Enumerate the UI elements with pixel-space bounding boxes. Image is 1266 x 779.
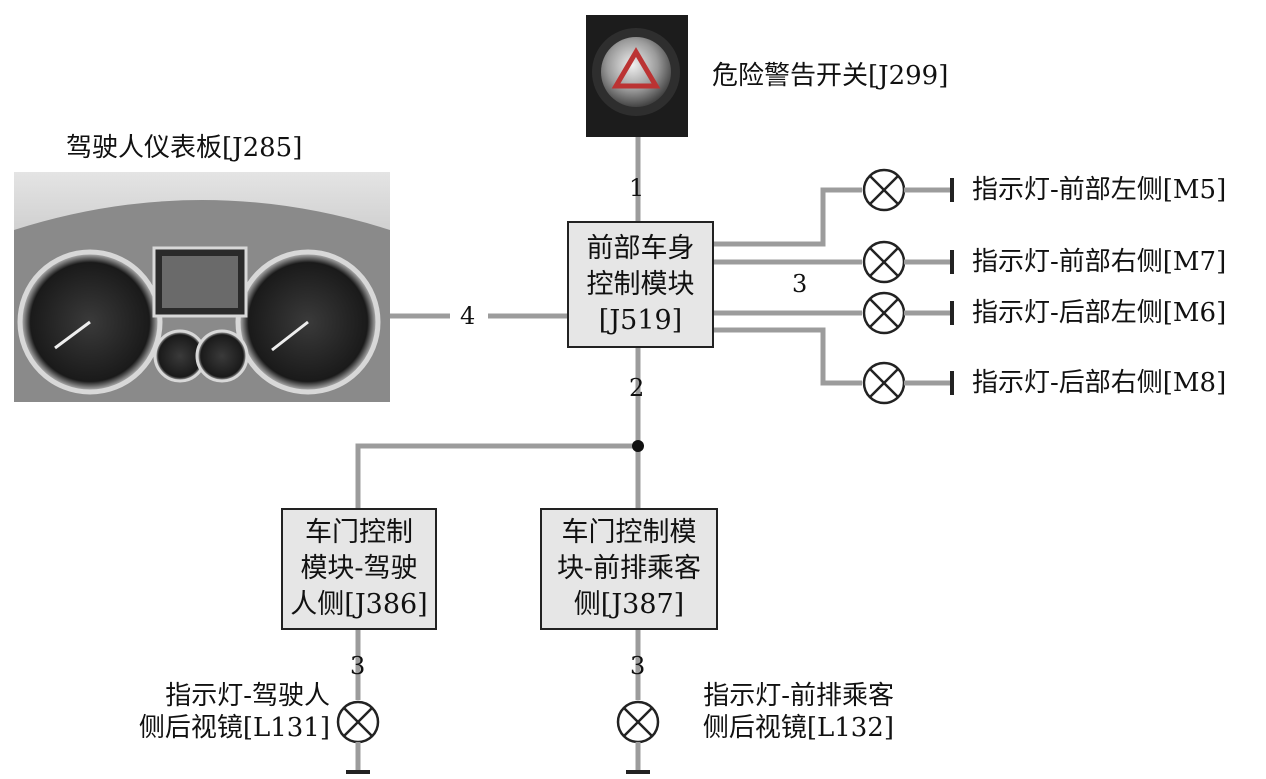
junction-dot bbox=[632, 440, 644, 452]
lamp-m7-label: 指示灯-前部右侧[M7] bbox=[972, 247, 1227, 277]
wire-number-passenger-lamp: 3 bbox=[630, 652, 646, 680]
lamp-l132-label: 指示灯-前排乘客 侧后视镜[L132] bbox=[702, 681, 894, 743]
wire-number-bcm-lamps: 3 bbox=[792, 270, 808, 298]
wire-bcm-m8 bbox=[713, 327, 862, 386]
hazard-switch-label: 危险警告开关[J299] bbox=[712, 61, 949, 91]
wire-number-switch-bcm: 1 bbox=[629, 174, 645, 202]
door-module-passenger-box: 车门控制模 块-前排乘客 侧[J387] bbox=[540, 508, 718, 630]
lamp-symbols bbox=[336, 168, 954, 774]
lamp-m8-label: 指示灯-后部右侧[M8] bbox=[972, 368, 1227, 398]
lamp-m8-icon bbox=[862, 361, 954, 405]
wire-bcm-m5 bbox=[713, 187, 862, 247]
wire-bus-driver bbox=[355, 443, 638, 508]
wire-number-driver-lamp: 3 bbox=[350, 652, 366, 680]
door-module-driver-box: 车门控制 模块-驾驶 人侧[J386] bbox=[281, 508, 437, 630]
wire-number-bcm-bus: 2 bbox=[629, 374, 645, 402]
lamp-m6-label: 指示灯-后部左侧[M6] bbox=[972, 298, 1227, 328]
wire-number-dash-bcm: 4 bbox=[460, 302, 476, 330]
dashboard-image bbox=[14, 172, 390, 402]
lamp-m6-icon bbox=[862, 291, 954, 335]
hazard-switch-image bbox=[586, 15, 688, 137]
lamp-m5-icon bbox=[862, 168, 954, 212]
lamp-l131-label: 指示灯-驾驶人 侧后视镜[L131] bbox=[138, 681, 330, 743]
lamp-m5-label: 指示灯-前部左侧[M5] bbox=[972, 175, 1227, 205]
lamp-l131-icon bbox=[336, 700, 380, 774]
lamp-l132-icon bbox=[616, 700, 660, 774]
dashboard-label: 驾驶人仪表板[J285] bbox=[66, 133, 303, 163]
lamp-m7-icon bbox=[862, 240, 954, 284]
wires bbox=[355, 137, 862, 700]
bcm-box: 前部车身 控制模块 [J519] bbox=[567, 221, 714, 348]
